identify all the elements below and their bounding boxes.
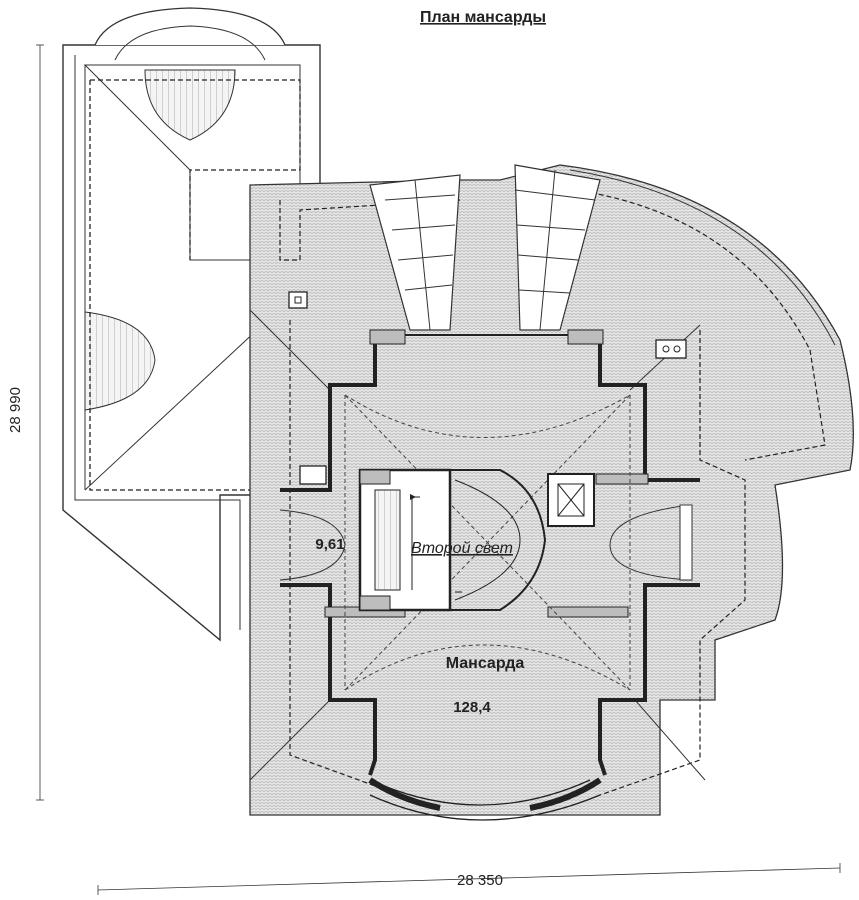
side-alcoves — [279, 504, 693, 581]
attic-area: 128,4 — [453, 699, 491, 716]
width-dimension: 28 350 — [457, 872, 503, 889]
plan-title: План мансарды — [420, 9, 546, 26]
bay-window — [368, 777, 602, 821]
skylights — [369, 164, 601, 331]
interior-lines — [344, 394, 631, 691]
walls — [280, 330, 700, 776]
attic-name: Мансарда — [446, 655, 525, 672]
void-label: Второй свет — [411, 540, 513, 557]
wall-fill — [324, 329, 649, 618]
stair-void — [358, 468, 595, 612]
dimension-lines — [36, 44, 841, 895]
room-area-small: 9,61 — [315, 536, 344, 553]
height-dimension: 28 990 — [7, 387, 24, 433]
